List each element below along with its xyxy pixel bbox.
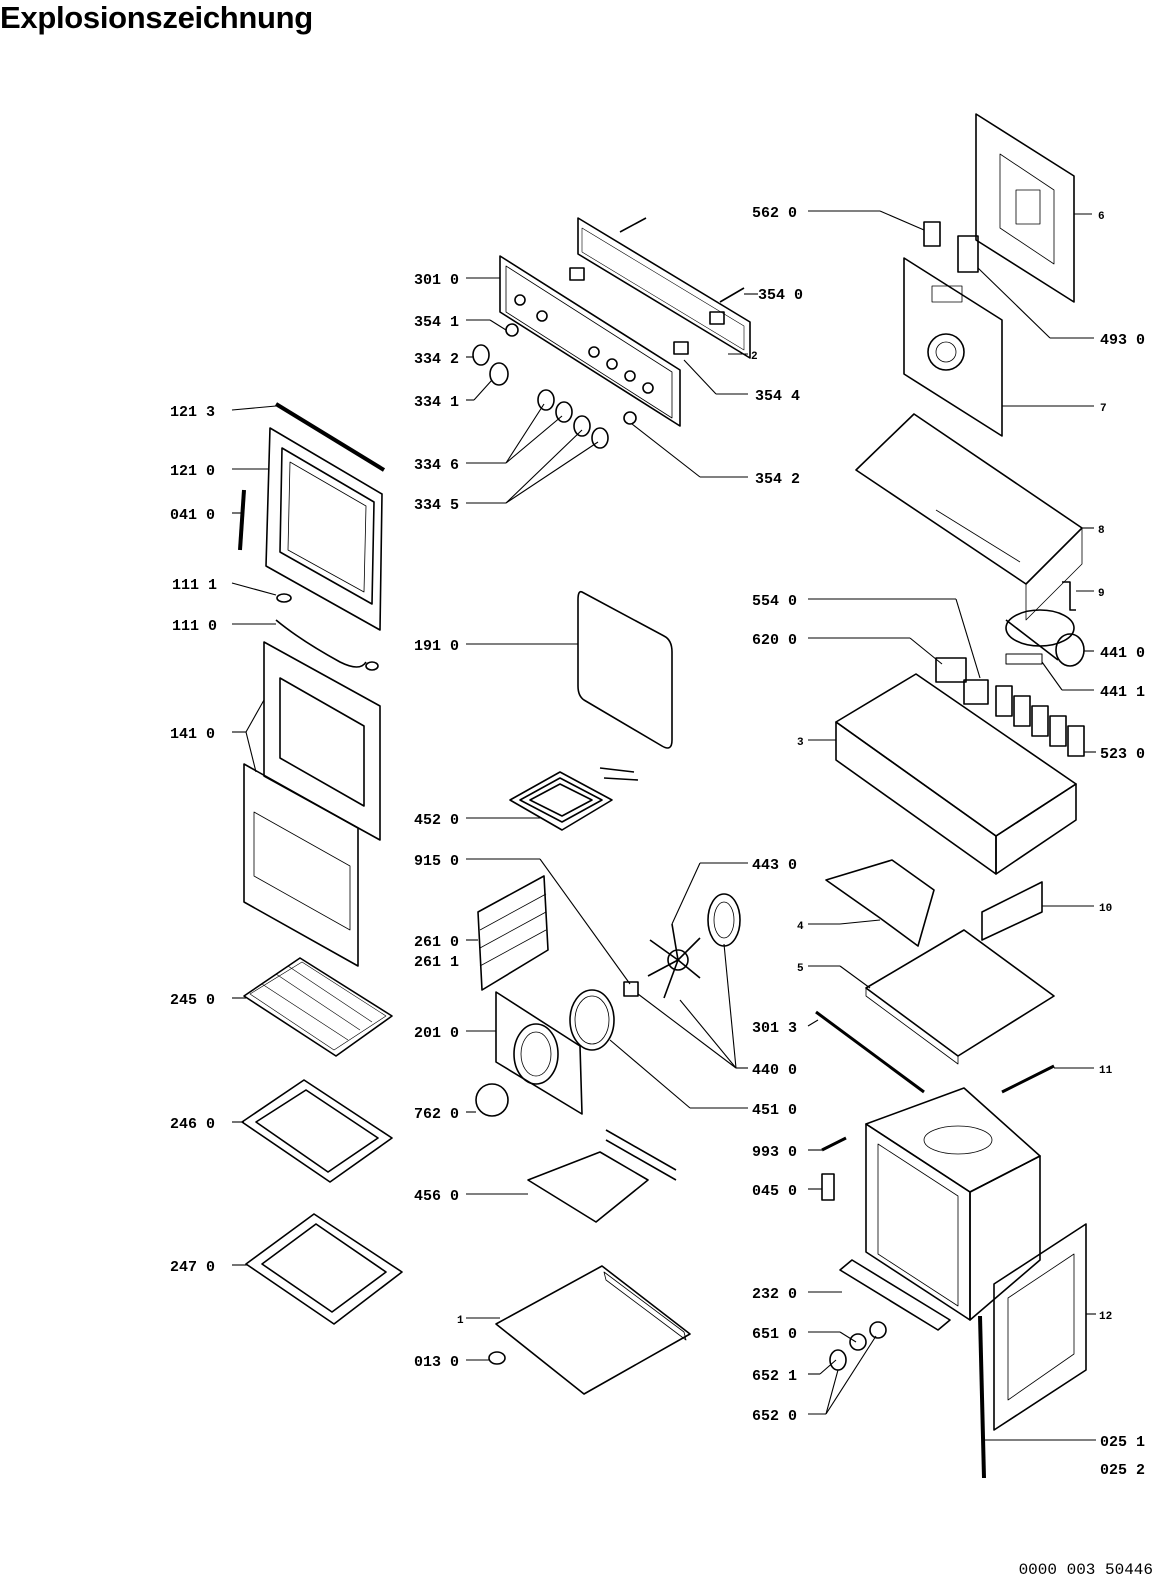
oven-seal-part [577, 590, 673, 749]
lower-small-parts [821, 1136, 951, 1371]
part-label: 762 0 [414, 1106, 459, 1123]
part-label: 4 [797, 921, 804, 933]
hinge-parts [275, 593, 379, 671]
part-label: 354 1 [414, 314, 459, 331]
trim-parts [815, 859, 1055, 1094]
part-label: 441 1 [1100, 684, 1145, 701]
part-label: 334 2 [414, 351, 459, 368]
part-label: 111 1 [172, 577, 217, 594]
door-glass-panes-part [243, 641, 381, 967]
door-frame-part [238, 402, 386, 631]
page-title: Explosionszeichnung [0, 0, 313, 35]
part-label: 247 0 [170, 1259, 215, 1276]
part-label: 041 0 [170, 507, 215, 524]
part-label: 6 [1098, 211, 1105, 223]
fan-cover-part [495, 991, 583, 1115]
part-label: 334 6 [414, 457, 459, 474]
part-label: 1 [457, 1315, 464, 1327]
part-label: 452 0 [414, 812, 459, 829]
heating-element-part [509, 767, 639, 831]
side-wall-part [978, 1223, 1087, 1479]
part-label: 440 0 [752, 1062, 797, 1079]
part-label: 354 0 [758, 287, 803, 304]
part-label: 652 1 [752, 1368, 797, 1385]
part-label: 191 0 [414, 638, 459, 655]
part-label: 523 0 [1100, 746, 1145, 763]
leader-lines [231, 210, 1096, 1441]
part-label: 652 0 [752, 1408, 797, 1425]
part-label: 301 0 [414, 272, 459, 289]
side-rails-part [477, 875, 549, 991]
part-label: 121 0 [170, 463, 215, 480]
part-label: 993 0 [752, 1144, 797, 1161]
part-label: 12 [1099, 1311, 1112, 1323]
part-label: 025 2 [1100, 1462, 1145, 1479]
baking-tray-part [241, 1079, 403, 1325]
part-label: 045 0 [752, 1183, 797, 1200]
part-label: 11 [1099, 1065, 1113, 1077]
part-label: 111 0 [172, 618, 217, 635]
part-label: 620 0 [752, 632, 797, 649]
panel-bracket-part [577, 217, 751, 359]
part-label: 232 0 [752, 1286, 797, 1303]
cooling-fan-part [1005, 581, 1085, 667]
control-panel-part [499, 255, 681, 427]
grill-pan-part [527, 1129, 677, 1223]
part-label: 334 1 [414, 394, 459, 411]
part-label: 456 0 [414, 1188, 459, 1205]
part-label: 141 0 [170, 726, 215, 743]
small-oven-parts [475, 981, 639, 1365]
part-label: 443 0 [752, 857, 797, 874]
part-label: 261 1 [414, 954, 459, 971]
part-label: 562 0 [752, 205, 797, 222]
oven-rack-part [243, 957, 393, 1057]
part-label: 7 [1100, 403, 1107, 415]
part-label: 10 [1099, 903, 1112, 915]
panel-small-parts [505, 217, 745, 425]
part-label: 2 [751, 351, 758, 363]
part-label: 441 0 [1100, 645, 1145, 662]
control-knobs-part [472, 344, 609, 449]
bottom-cover-part [495, 1265, 691, 1395]
document-id: 0000 003 50446 [1018, 1561, 1153, 1579]
part-label: 245 0 [170, 992, 215, 1009]
part-label: 354 4 [755, 388, 800, 405]
part-label: 451 0 [752, 1102, 797, 1119]
part-label: 261 0 [414, 934, 459, 951]
part-label: 915 0 [414, 853, 459, 870]
part-label: 201 0 [414, 1025, 459, 1042]
part-label: 554 0 [752, 593, 797, 610]
part-label: 301 3 [752, 1020, 797, 1037]
rear-wall-part [903, 257, 1003, 437]
electrical-housing-part [835, 657, 1085, 875]
thermostat-part [923, 221, 979, 273]
part-label: 9 [1098, 588, 1105, 600]
part-label: 3 [797, 737, 804, 749]
part-label: 651 0 [752, 1326, 797, 1343]
part-label: 354 2 [755, 471, 800, 488]
top-cover-part [855, 413, 1083, 621]
part-label: 013 0 [414, 1354, 459, 1371]
ring-heater-part [569, 989, 615, 1051]
part-label: 246 0 [170, 1116, 215, 1133]
part-label: 493 0 [1100, 332, 1145, 349]
part-label: 8 [1098, 525, 1105, 537]
oven-cavity-part [865, 1087, 1041, 1321]
part-label: 334 5 [414, 497, 459, 514]
part-label: 5 [797, 963, 804, 975]
part-label: 121 3 [170, 404, 215, 421]
part-label: 025 1 [1100, 1434, 1145, 1451]
fan-wheel-part [647, 893, 741, 999]
back-panel-part [975, 113, 1075, 303]
